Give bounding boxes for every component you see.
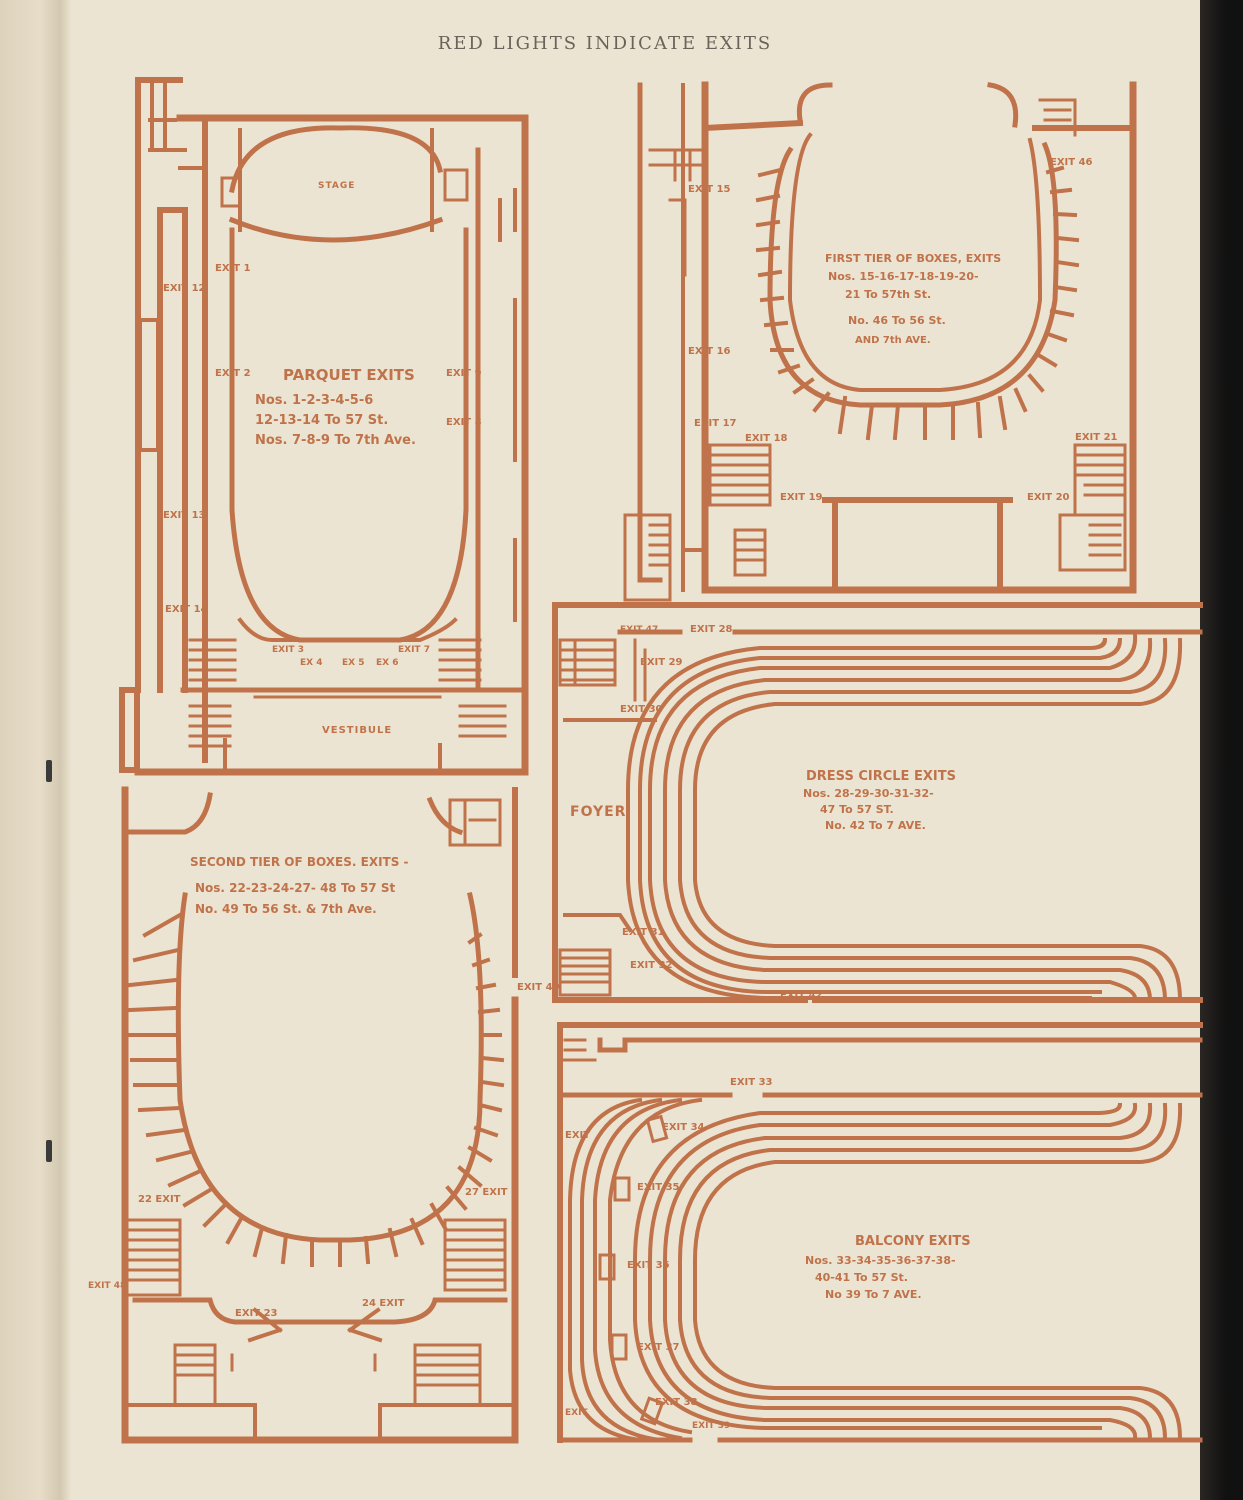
exit-label: EX 5 — [342, 658, 364, 668]
parquet-note-4: Nos. 7-8-9 To 7th Ave. — [255, 433, 416, 448]
staple-bottom — [46, 1140, 52, 1162]
parquet-plan — [119, 77, 529, 776]
exit-label: 27 EXIT — [465, 1187, 508, 1198]
exit-label: EXIT 7 — [398, 645, 430, 655]
exit-label: EXIT 17 — [694, 418, 737, 429]
exit-label: EXIT 33 — [730, 1077, 773, 1088]
exit-label: EXIT — [565, 1130, 590, 1141]
exit-label: EXIT 36 — [627, 1260, 670, 1271]
exit-label: EXIT 9 — [446, 368, 482, 379]
exit-label: EXIT 13 — [163, 510, 206, 521]
dress-circle-note-4: No. 42 To 7 AVE. — [825, 819, 926, 832]
second-tier-note-2: Nos. 22-23-24-27- 48 To 57 St — [195, 881, 395, 895]
exit-label: EXIT 23 — [235, 1308, 278, 1319]
first-tier-plan — [623, 81, 1137, 602]
second-tier-note-3: No. 49 To 56 St. & 7th Ave. — [195, 902, 377, 916]
exit-label: EXIT 14 — [165, 604, 208, 615]
exit-label: EXIT 30 — [620, 704, 663, 715]
staple-top — [46, 760, 52, 782]
exit-label: EXIT 8 — [446, 417, 482, 428]
balcony-note-4: No 39 To 7 AVE. — [825, 1288, 922, 1301]
page-header: RED LIGHTS INDICATE EXITS — [437, 33, 773, 54]
first-tier-note-5: AND 7th AVE. — [855, 335, 931, 346]
exit-label: EXIT — [565, 1408, 588, 1418]
exit-label: EX 6 — [376, 658, 398, 668]
foyer-label: FOYER — [570, 804, 626, 820]
balcony-note-1: BALCONY EXITS — [855, 1234, 971, 1249]
page-edge-shadow — [1200, 0, 1243, 1500]
exit-label: EXIT 39 — [692, 1421, 730, 1431]
exit-label: EXIT 49 — [517, 982, 560, 993]
exit-label: EXIT 37 — [637, 1342, 680, 1353]
first-tier-note-3: 21 To 57th St. — [845, 288, 931, 301]
dress-circle-plan — [552, 602, 1203, 1003]
parquet-note-3: 12-13-14 To 57 St. — [255, 413, 388, 428]
balcony-note-2: Nos. 33-34-35-36-37-38- — [805, 1254, 956, 1267]
exit-label: EXIT 1 — [215, 263, 251, 274]
exit-label: EXIT 16 — [688, 346, 731, 357]
binding-spine — [0, 0, 70, 1500]
second-tier-note-1: SECOND TIER OF BOXES. EXITS - — [190, 855, 409, 869]
exit-label: EXIT 32 — [630, 960, 673, 971]
first-tier-note-1: FIRST TIER OF BOXES, EXITS — [825, 252, 1001, 265]
stage-label: STAGE — [318, 181, 355, 191]
exit-label: EXIT 29 — [640, 657, 683, 668]
exit-label: EXIT 47 — [620, 625, 658, 635]
exit-label: 24 EXIT — [362, 1298, 405, 1309]
balcony-plan — [557, 1022, 1203, 1443]
exit-label: EXIT 20 — [1027, 492, 1070, 503]
dress-circle-note-1: DRESS CIRCLE EXITS — [806, 769, 956, 784]
second-tier-plan — [121, 786, 519, 1444]
exit-label: EXIT 19 — [780, 492, 823, 503]
exit-label: EXIT 3 — [272, 645, 304, 655]
exit-label: EXIT 35 — [637, 1182, 680, 1193]
first-tier-note-2: Nos. 15-16-17-18-19-20- — [828, 270, 979, 283]
exit-label: EXIT 28 — [690, 624, 733, 635]
exit-label: EXIT 2 — [215, 368, 251, 379]
first-tier-note-4: No. 46 To 56 St. — [848, 314, 946, 327]
vestibule-label: VESTIBULE — [322, 725, 392, 736]
exit-label: 22 EXIT — [138, 1194, 181, 1205]
program-page: RED LIGHTS INDICATE EXITS — [0, 0, 1210, 1500]
exit-label: EXIT 42 — [780, 990, 823, 1001]
plan-labels: STAGE VESTIBULE PARQUET EXITS Nos. 1-2-3… — [88, 157, 1118, 1431]
parquet-note-2: Nos. 1-2-3-4-5-6 — [255, 393, 373, 408]
exit-label: EXIT 18 — [745, 433, 788, 444]
exit-label: EXIT 31 — [622, 927, 665, 938]
balcony-note-3: 40-41 To 57 St. — [815, 1271, 908, 1284]
exit-label: EXIT 15 — [688, 184, 731, 195]
exit-label: EX 4 — [300, 658, 322, 668]
exit-label: EXIT 21 — [1075, 432, 1118, 443]
exit-label: EXIT 38 — [655, 1397, 698, 1408]
exit-label: EXIT 48 — [88, 1281, 126, 1291]
parquet-note-1: PARQUET EXITS — [283, 366, 415, 384]
dress-circle-note-2: Nos. 28-29-30-31-32- — [803, 787, 934, 800]
exit-label: EXIT 46 — [1050, 157, 1093, 168]
exit-label: EXIT 12 — [163, 283, 206, 294]
exit-label: EXIT 34 — [662, 1122, 705, 1133]
dress-circle-note-3: 47 To 57 ST. — [820, 803, 894, 816]
